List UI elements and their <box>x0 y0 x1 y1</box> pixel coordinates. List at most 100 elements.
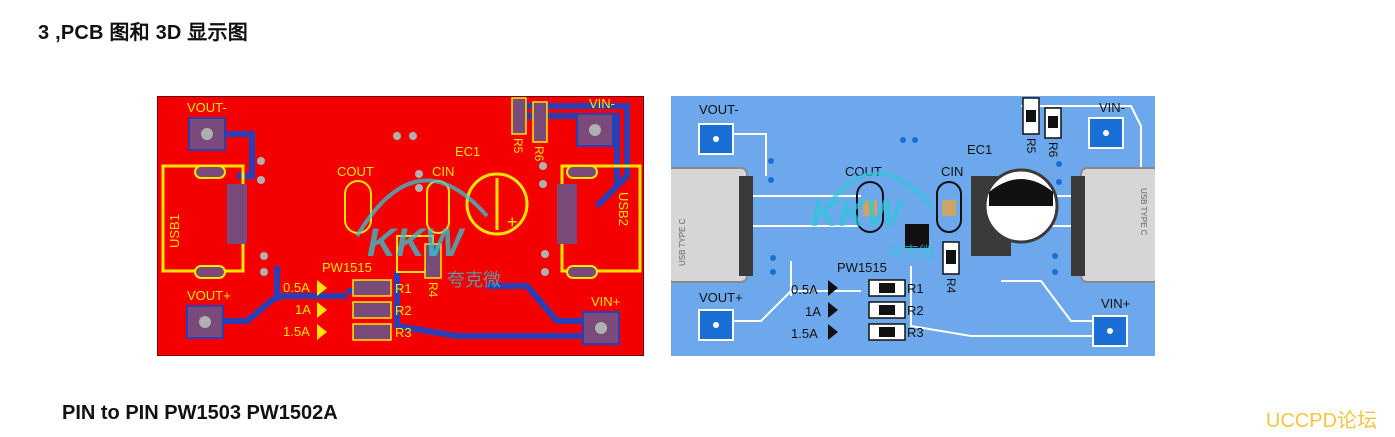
vout-minus-label: VOUT- <box>187 100 227 115</box>
r5-label: R5 <box>511 138 525 154</box>
label-1a: 1A <box>295 302 311 317</box>
cout-body <box>856 181 884 233</box>
vin-plus-label: VIN+ <box>1101 296 1130 311</box>
r1-label: R1 <box>907 281 924 296</box>
logo-arc-icon <box>819 171 933 218</box>
usb2-label: USB2 <box>616 192 631 226</box>
vin-minus-hole <box>589 124 601 136</box>
ic-body <box>905 224 929 248</box>
ec1-body <box>465 172 529 236</box>
selector-arrow-icon <box>317 280 327 296</box>
label-05a: 0.5A <box>791 282 818 297</box>
cin-chip <box>942 200 956 216</box>
current-select-row-15a: 1.5A R3 <box>791 323 924 341</box>
kkw-logo: KKW 夸克微 <box>355 178 501 290</box>
pcb-3d-view: VOUT- VIN- VOUT+ VIN+ USB TYPE C USB TYP… <box>671 96 1155 356</box>
r1-label: R1 <box>395 281 412 296</box>
usb2-pad <box>566 165 598 179</box>
ec1-label: EC1 <box>967 142 992 157</box>
selector-arrow-icon <box>828 302 838 318</box>
r4-body <box>424 243 442 279</box>
vout-minus-hole <box>201 128 213 140</box>
usb-left-label: USB TYPE C <box>678 218 687 266</box>
label-05a: 0.5A <box>283 280 310 295</box>
r2-label: R2 <box>907 303 924 318</box>
ic-label: PW1515 <box>837 260 887 275</box>
label-15a: 1.5A <box>791 326 818 341</box>
logo-sub: 夸克微 <box>887 244 935 262</box>
vin-minus-label: VIN- <box>1099 100 1125 115</box>
current-select-row-1a: 1A R2 <box>295 301 412 319</box>
vout-plus-hole <box>199 316 211 328</box>
current-select-row-15a: 1.5A R3 <box>283 323 412 341</box>
cin-body <box>936 181 962 233</box>
vout-plus-label: VOUT+ <box>187 288 231 303</box>
kkw-logo: KKW 夸克微 <box>811 171 935 262</box>
pin-compat-note: PIN to PIN PW1503 PW1502A <box>62 402 338 424</box>
ec1-body <box>971 168 1059 256</box>
forum-watermark: UCCPD论坛 <box>1265 410 1377 432</box>
logo-sub: 夸克微 <box>447 270 501 290</box>
vias <box>257 132 549 276</box>
ec1-label: EC1 <box>455 144 480 159</box>
usb2-pad <box>566 265 598 279</box>
vias <box>768 137 1062 275</box>
r6-chip <box>1048 116 1058 128</box>
selector-arrow-icon <box>828 324 838 340</box>
usb2-pad <box>557 184 577 244</box>
ec1-plus-icon: + <box>507 212 518 232</box>
logo-text: KKW <box>811 193 905 235</box>
selector-arrow-icon <box>317 324 327 340</box>
r5-chip <box>1026 110 1036 122</box>
cout-label: COUT <box>337 164 374 179</box>
r4-label: R4 <box>944 278 958 294</box>
pcb-2d-view: USB1 USB2 VOUT- VIN- VOUT+ VIN+ R5 R6 CO… <box>157 96 644 356</box>
vin-minus-pad <box>1088 117 1124 149</box>
current-select-row-1a: 1A R2 <box>805 301 924 319</box>
vin-minus-label: VIN- <box>589 96 615 111</box>
label-15a: 1.5A <box>283 324 310 339</box>
vin-minus-hole <box>1103 130 1109 136</box>
r3-label: R3 <box>395 325 412 340</box>
selector-arrow-icon <box>317 302 327 318</box>
vout-minus-label: VOUT- <box>699 102 739 117</box>
cout-chip <box>863 200 877 216</box>
vout-plus-hole <box>713 322 719 328</box>
cin-label: CIN <box>941 164 963 179</box>
usb-c-left: USB TYPE C <box>671 167 753 283</box>
vout-minus-pad <box>698 123 734 155</box>
r4-label: R4 <box>426 282 440 298</box>
current-select-row-05a: 0.5A R1 <box>791 279 924 297</box>
usb1-pad <box>194 265 226 279</box>
logo-text: KKW <box>367 221 466 265</box>
r4-chip <box>946 250 956 264</box>
r6-label: R6 <box>532 146 546 162</box>
r6-body <box>532 101 548 143</box>
vin-plus-hole <box>595 322 607 334</box>
r1-chip <box>879 283 895 293</box>
r3-label: R3 <box>907 325 924 340</box>
r6-label: R6 <box>1046 142 1060 158</box>
label-1a: 1A <box>805 304 821 319</box>
usb1-pad <box>194 165 226 179</box>
vout-minus-hole <box>713 136 719 142</box>
usb1-label: USB1 <box>167 214 182 248</box>
current-select-row-05a: 0.5A R1 <box>283 279 412 297</box>
page-title: 3 ,PCB 图和 3D 显示图 <box>38 22 248 44</box>
vout-plus-pad <box>698 309 734 341</box>
r2-label: R2 <box>395 303 412 318</box>
usb-c-right: USB TYPE C <box>1071 167 1155 283</box>
ic-label: PW1515 <box>322 260 372 275</box>
vout-plus-label: VOUT+ <box>699 290 743 305</box>
r1-body <box>352 279 392 297</box>
logo-arc-icon <box>355 178 489 238</box>
selector-arrow-icon <box>828 280 838 296</box>
cin-label: CIN <box>432 164 454 179</box>
r3-chip <box>879 327 895 337</box>
r2-body <box>352 301 392 319</box>
r2-chip <box>879 305 895 315</box>
usb-right-label: USB TYPE C <box>1139 188 1148 236</box>
vin-plus-hole <box>1107 328 1113 334</box>
r3-body <box>352 323 392 341</box>
r5-body <box>511 97 527 135</box>
